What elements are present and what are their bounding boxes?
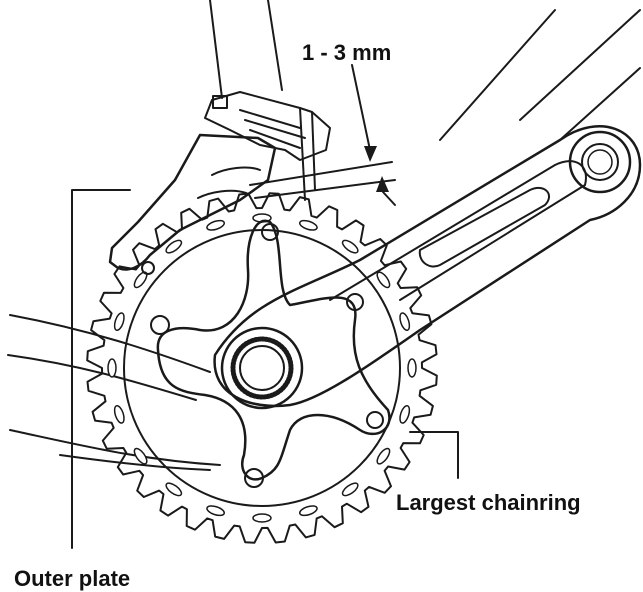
chainstay-upper-edge — [9, 314, 211, 373]
crank-arm — [213, 125, 642, 408]
chainring-slot — [113, 312, 125, 331]
down-tube-mid-line — [439, 9, 556, 141]
derailleur-bolt — [212, 95, 228, 109]
chainring-slot — [299, 505, 318, 517]
pedal-eye-outer — [568, 130, 632, 194]
down-tube-lower-edge — [559, 67, 641, 141]
gap-arrow-tail — [382, 191, 396, 206]
chainring-slot — [399, 312, 411, 331]
chainring-bolt — [244, 468, 264, 488]
spindle-cap-outer — [220, 326, 304, 410]
pedal-eye-inner — [581, 143, 619, 181]
front-derailleur — [108, 91, 331, 275]
chainring-slot — [376, 271, 391, 289]
chainring-bolt — [261, 223, 279, 241]
gap-measurement — [249, 64, 396, 206]
chainring-slot — [299, 219, 318, 231]
chainring-slot — [206, 505, 225, 517]
outer-plate-cutouts — [197, 166, 261, 199]
down-tube-upper-edge — [519, 9, 641, 121]
chainring-slot — [376, 447, 391, 465]
seat-tube-left-edge — [209, 0, 223, 99]
bike-frame — [7, 0, 641, 471]
pedal-eye-thread — [587, 149, 613, 175]
outer-plate — [108, 133, 277, 271]
chainring-bolt — [346, 293, 364, 311]
gap-leader-line — [351, 64, 371, 151]
crank-spindle — [220, 326, 304, 410]
largest-chainring — [86, 192, 438, 544]
chainstay-lower-edge — [7, 354, 197, 401]
crank-arm-ridge — [329, 160, 587, 301]
chainring-slot — [341, 482, 359, 497]
chainring-slot — [165, 239, 183, 254]
seat-tube-right-edge — [267, 0, 283, 91]
crank-arm-body — [213, 125, 642, 408]
gap-arrow-down — [364, 146, 377, 162]
outer-plate-screw — [141, 261, 155, 275]
gap-label: 1 - 3 mm — [302, 40, 391, 65]
outer-plate-leader — [71, 189, 131, 549]
chainring-label: Largest chainring — [396, 490, 581, 515]
chainring-leader — [409, 431, 459, 479]
frame-lower-tube-inner — [59, 454, 211, 471]
frame-lower-tube — [9, 429, 221, 466]
leader-lines — [71, 189, 459, 549]
chainring-slot — [399, 405, 411, 424]
chainring-slot — [133, 271, 148, 289]
outer-plate-label: Outer plate — [14, 566, 130, 591]
chainring-slot — [341, 239, 359, 254]
chainring-slot — [133, 447, 148, 465]
spindle-splines — [230, 336, 294, 400]
chainring-teeth-outline — [86, 192, 438, 544]
derailleur-inner-plate — [299, 107, 316, 201]
derailleur-linkage — [239, 109, 306, 149]
chainring-slot — [407, 358, 417, 378]
chainring-slot — [113, 405, 125, 424]
gap-arrow-up — [376, 176, 389, 192]
gap-reference-line-top — [249, 161, 393, 186]
chainring-cutouts — [107, 213, 417, 523]
chainring-bolt — [366, 411, 384, 429]
crank-arm-recess — [418, 186, 550, 268]
chainring-slot — [165, 482, 183, 497]
chainring-slot — [107, 358, 117, 378]
chainring-slot — [206, 219, 225, 231]
crank-spider — [150, 219, 391, 488]
spindle-center — [239, 345, 285, 391]
chainring-slot — [252, 513, 272, 523]
chainring-bolt — [150, 315, 170, 335]
gap-reference-line-bottom — [254, 179, 396, 199]
